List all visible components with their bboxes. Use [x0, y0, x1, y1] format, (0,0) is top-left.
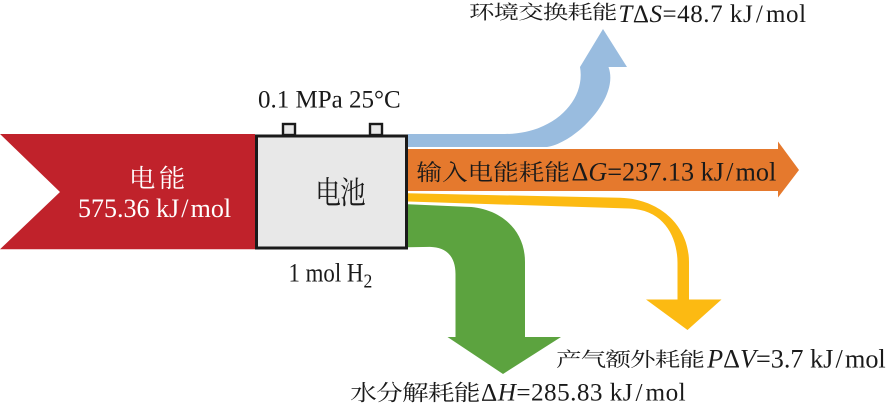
svg-text:PΔV=3.7 kJ / mol: PΔV=3.7 kJ / mol [706, 345, 886, 374]
svg-text:ΔH=285.83 kJ / mol: ΔH=285.83 kJ / mol [481, 379, 686, 406]
svg-text:0.1 MPa 25°C: 0.1 MPa 25°C [258, 87, 401, 114]
svg-text:1 mol H2: 1 mol H2 [289, 259, 373, 293]
svg-text:575.36 kJ / mol: 575.36 kJ / mol [78, 194, 231, 223]
svg-text:ΔG=237.13 kJ / mol: ΔG=237.13 kJ / mol [572, 157, 777, 186]
svg-text:TΔS=48.7 kJ / mol: TΔS=48.7 kJ / mol [618, 1, 806, 28]
